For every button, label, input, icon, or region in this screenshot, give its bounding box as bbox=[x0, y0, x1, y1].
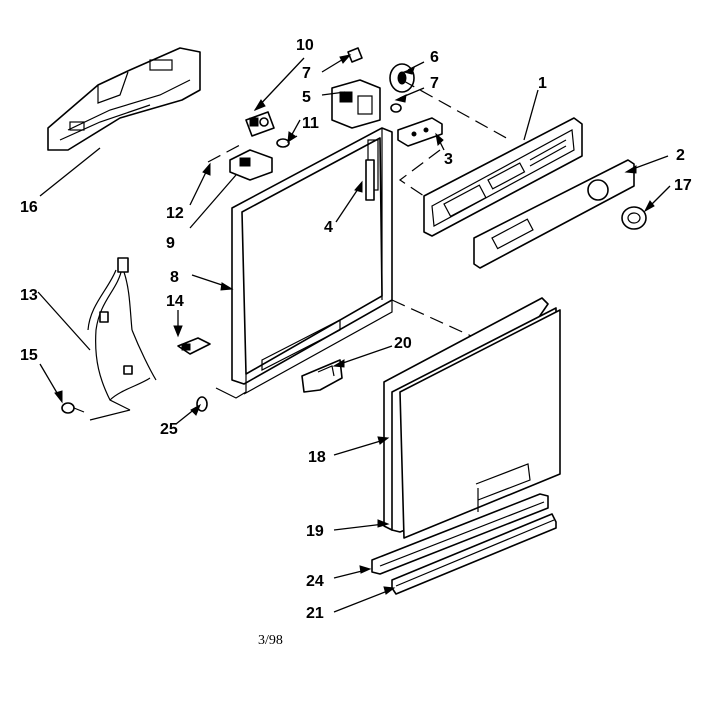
part-11-screw bbox=[276, 135, 298, 148]
callout-4: 4 bbox=[324, 219, 333, 236]
callout-10: 9 bbox=[166, 235, 175, 252]
callout-18: 18 bbox=[308, 449, 326, 466]
callout-8: 8 bbox=[170, 269, 179, 286]
callout-14: 14 bbox=[166, 293, 184, 310]
callout-25: 25 bbox=[160, 421, 178, 438]
callout-5: 5 bbox=[302, 89, 311, 106]
part-1-control-panel bbox=[423, 117, 583, 237]
callout-2: 2 bbox=[676, 147, 685, 164]
callout-24: 24 bbox=[306, 573, 324, 590]
revision-date: 3/98 bbox=[258, 633, 283, 648]
part-8-door-frame bbox=[215, 127, 393, 399]
part-24-lower-trim bbox=[371, 493, 549, 575]
assembly-line-bracket bbox=[398, 149, 441, 197]
callout-9: 10 bbox=[296, 37, 314, 54]
part-10-strike bbox=[229, 149, 273, 181]
part-13-wire-harness bbox=[87, 257, 157, 421]
part-7-screw-top bbox=[347, 47, 363, 63]
assembly-line-frame-right bbox=[391, 299, 481, 341]
part-3-bracket bbox=[397, 117, 443, 147]
part-12-dashed-link bbox=[207, 144, 241, 163]
callout-16: 16 bbox=[20, 199, 38, 216]
leader-lines bbox=[37, 54, 671, 613]
part-2-console bbox=[473, 159, 635, 269]
part-7-screw-right bbox=[390, 103, 402, 113]
callout-20: 21 bbox=[306, 605, 324, 622]
callout-12: 12 bbox=[166, 205, 184, 222]
part-9-latch bbox=[245, 111, 275, 137]
part-4-rail bbox=[365, 159, 375, 201]
callout-3: 3 bbox=[444, 151, 453, 168]
part-21-bracket bbox=[301, 359, 343, 393]
callout-1: 1 bbox=[538, 75, 547, 92]
part-15-screw bbox=[61, 402, 85, 414]
callout-6: 6 bbox=[430, 49, 439, 66]
callout-21: 20 bbox=[394, 335, 412, 352]
callout-13: 13 bbox=[20, 287, 38, 304]
part-5-switch bbox=[331, 79, 381, 129]
part-18-outer-panel bbox=[383, 297, 561, 539]
part-17-knob bbox=[621, 206, 647, 230]
callout-15: 15 bbox=[20, 347, 38, 364]
callout-17: 17 bbox=[674, 177, 692, 194]
callout-7-top: 7 bbox=[302, 65, 311, 82]
callout-19: 19 bbox=[306, 523, 324, 540]
part-16-cover bbox=[47, 47, 201, 151]
callout-11: 11 bbox=[302, 115, 319, 132]
part-14-terminal bbox=[177, 337, 211, 355]
callout-7-right: 7 bbox=[430, 75, 439, 92]
